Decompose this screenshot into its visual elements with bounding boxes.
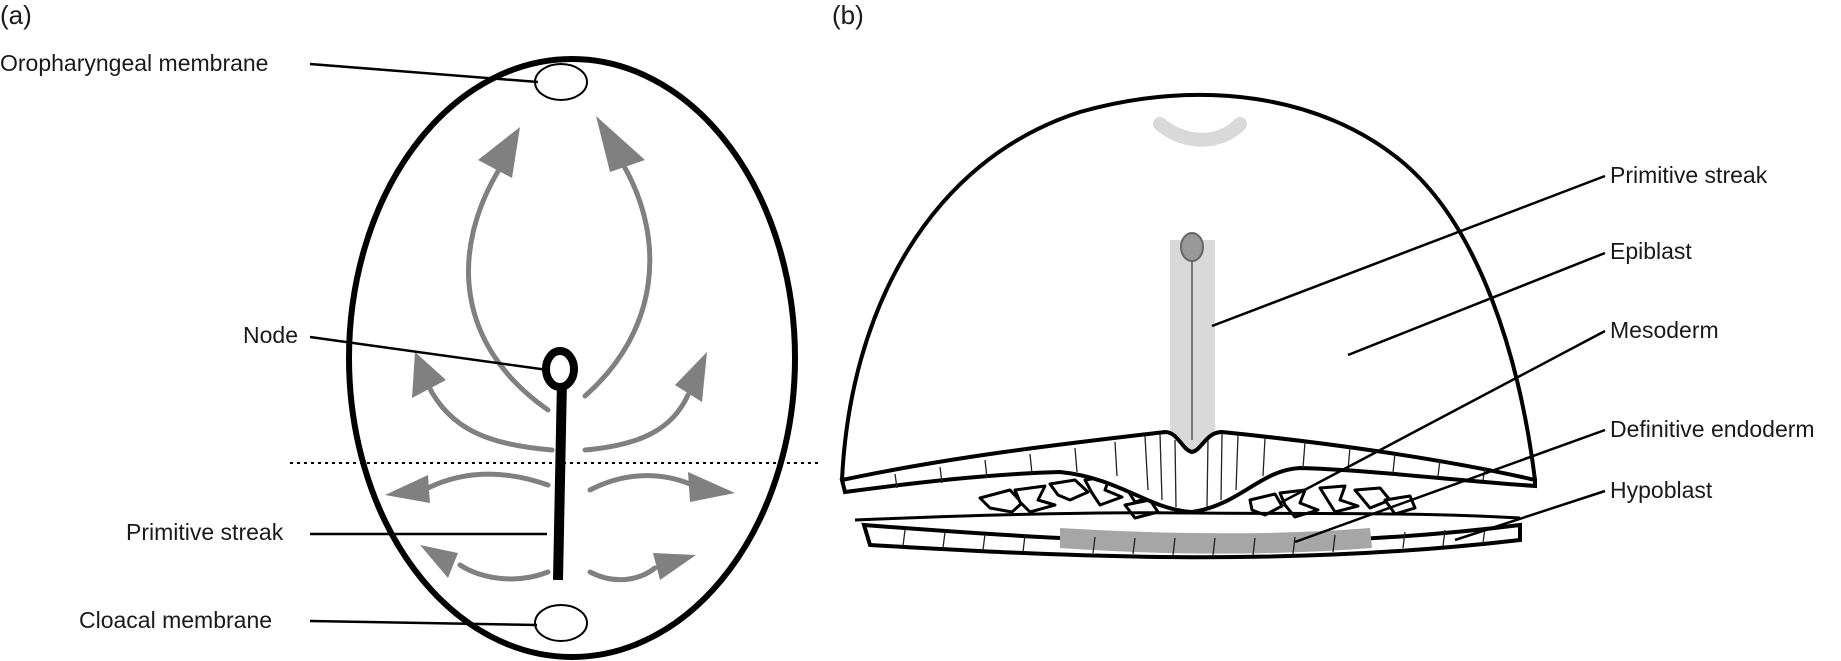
primitive-streak	[553, 379, 567, 581]
migration-arrowhead	[478, 127, 520, 178]
epiblast-layer	[839, 429, 1537, 515]
migration-arrow-low-left	[425, 471, 551, 491]
migration-arrow-upper-left	[466, 165, 551, 413]
leader-hypoblast	[1454, 489, 1606, 542]
migration-arrowhead	[412, 352, 446, 398]
migration-arrowhead	[596, 116, 645, 172]
endoderm-boundary	[854, 511, 1521, 522]
migration-arrowhead	[420, 545, 458, 578]
leader-cloacal	[309, 619, 538, 627]
migration-arrow-mid-left	[425, 382, 555, 453]
cell-migration-arrows	[385, 116, 735, 583]
embryonic-disc-outline	[346, 56, 798, 660]
leader-streak-b	[1211, 174, 1606, 328]
label-hypoblast: Hypoblast	[1610, 477, 1713, 503]
leader-oropharyngeal	[309, 62, 539, 84]
label-primitive-streak-a: Primitive streak	[126, 519, 284, 545]
panel-b-tag: (b)	[832, 0, 864, 30]
primitive-node-b	[1180, 232, 1204, 262]
migration-arrow-low-right	[587, 473, 693, 493]
label-primitive-streak-b: Primitive streak	[1610, 162, 1768, 188]
primitive-node	[542, 347, 578, 391]
leader-endoderm	[1294, 428, 1606, 544]
migration-arrow-upper-right	[582, 165, 653, 399]
label-oropharyngeal-membrane: Oropharyngeal membrane	[0, 50, 268, 76]
cloacal-membrane	[534, 604, 588, 642]
label-node: Node	[243, 322, 298, 348]
leader-node	[309, 335, 549, 372]
migration-arrowhead	[653, 553, 696, 580]
label-epiblast: Epiblast	[1610, 238, 1692, 264]
migration-arrow-mid-right	[582, 392, 691, 453]
panel-a-tag: (a)	[0, 0, 32, 30]
oropharyngeal-membrane	[534, 63, 588, 101]
migration-arrow-bottom-left	[457, 562, 551, 582]
head-region-crescent	[1153, 117, 1247, 147]
leader-mesoderm	[1279, 329, 1606, 505]
leader-epiblast	[1347, 251, 1606, 357]
label-definitive-endoderm: Definitive endoderm	[1610, 416, 1815, 442]
panel-a: (a)	[0, 0, 822, 660]
hypoblast-cells	[902, 527, 1486, 556]
panel-b: (b)	[832, 0, 1815, 560]
label-mesoderm: Mesoderm	[1610, 317, 1719, 343]
amnion-dome	[840, 92, 1537, 481]
migration-arrow-bottom-right	[587, 565, 658, 583]
migration-arrowhead	[385, 475, 430, 503]
migration-arrowhead	[688, 472, 735, 502]
epiblast-cells	[894, 433, 1486, 508]
label-cloacal-membrane: Cloacal membrane	[79, 607, 272, 633]
migration-arrowhead	[675, 352, 707, 402]
